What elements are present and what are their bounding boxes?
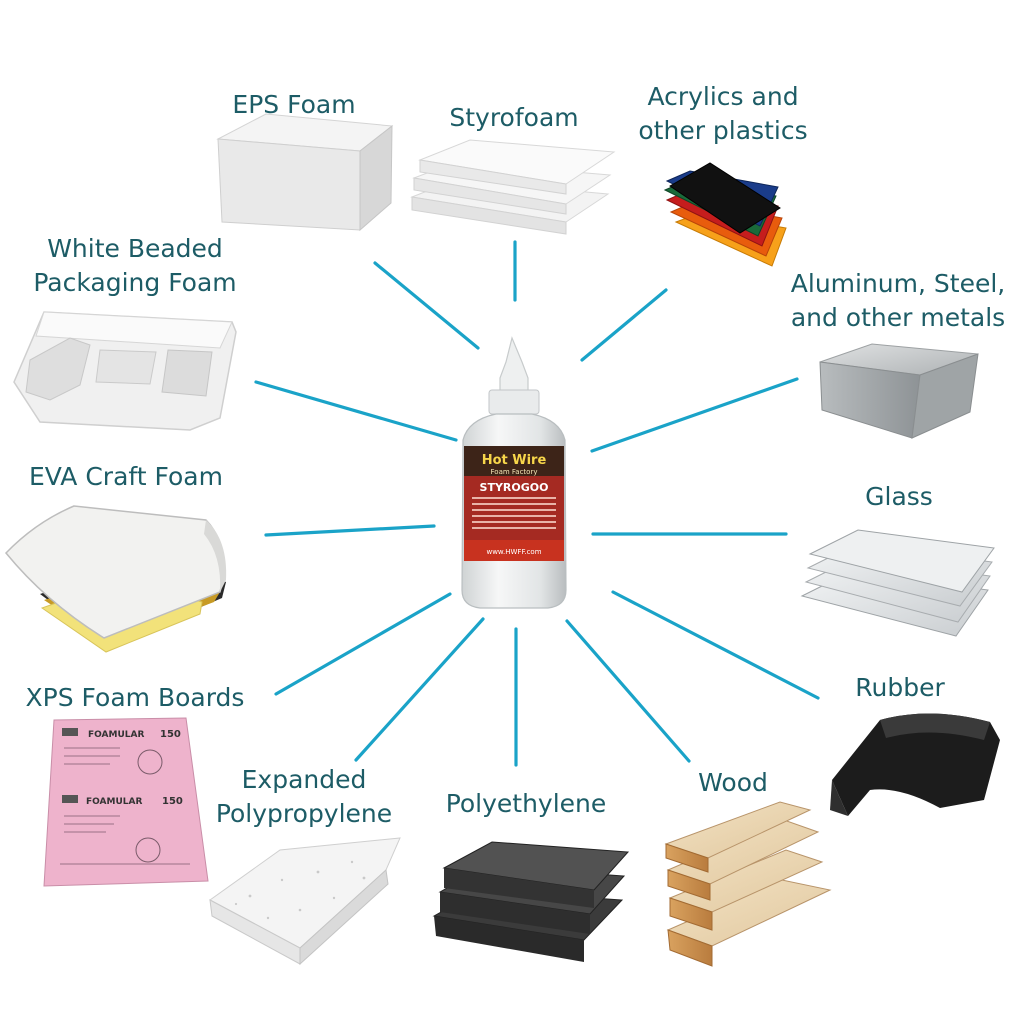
label-eva-craft-foam: EVA Craft Foam (29, 462, 223, 491)
rubber-image (830, 713, 1000, 816)
xps-board-image: FOAMULAR 150 FOAMULAR 150 (43, 717, 209, 887)
glass-image (800, 529, 995, 637)
label-xps-foam-boards: XPS Foam Boards (25, 683, 245, 712)
bottle-brand-line1: Hot Wire (482, 453, 547, 468)
connector-white-beaded (254, 380, 458, 442)
eps-foam-image (216, 113, 394, 232)
connector-acrylics (580, 288, 668, 362)
label-wood: Wood (698, 768, 768, 797)
label-eps-foam: EPS Foam (232, 90, 356, 119)
label-expanded-polypropylene: Expanded Polypropylene (215, 765, 393, 828)
epp-image (209, 837, 401, 966)
bottle-product-name: STYROGOO (480, 481, 549, 494)
connector-lines (254, 240, 820, 767)
connector-wood (565, 619, 691, 763)
label-polyethylene: Polyethylene (445, 789, 607, 818)
eva-foam-image (4, 505, 227, 653)
styrogoo-bottle: Hot Wire Foam Factory STYROGOO www.HWFF.… (461, 336, 567, 609)
xps-brand-top: FOAMULAR (88, 730, 144, 740)
xps-brand-mid: FOAMULAR (86, 797, 142, 807)
label-styrofoam: Styrofoam (449, 103, 579, 132)
bottle-brand-line2: Foam Factory (491, 468, 538, 476)
xps-grade-mid: 150 (162, 796, 183, 807)
connector-epp (354, 617, 485, 762)
polyethylene-image (432, 841, 630, 962)
label-metals: Aluminum, Steel, and other metals (790, 269, 1006, 332)
label-rubber: Rubber (855, 673, 945, 702)
white-beaded-foam-image (13, 311, 237, 431)
metal-block-image (819, 343, 979, 439)
wood-image (664, 801, 832, 967)
connector-eva (264, 524, 436, 537)
label-acrylics: Acrylics and other plastics (638, 82, 808, 145)
connector-xps (274, 592, 452, 696)
label-white-beaded-foam: White Beaded Packaging Foam (33, 234, 237, 297)
connector-metals (590, 377, 799, 453)
acrylics-image (663, 162, 787, 267)
label-glass: Glass (865, 482, 933, 511)
connector-eps (373, 261, 480, 350)
styrofoam-image (410, 139, 616, 235)
connector-rubber (611, 590, 820, 700)
xps-grade-top: 150 (160, 729, 181, 740)
bottle-website: www.HWFF.com (486, 548, 541, 556)
